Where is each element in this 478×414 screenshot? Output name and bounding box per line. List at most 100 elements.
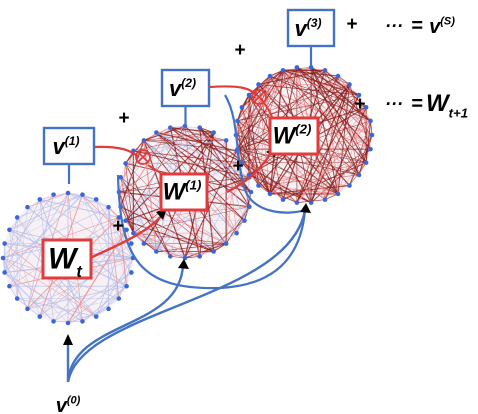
network-wt-edge <box>82 194 97 200</box>
network-w1-edge <box>156 132 237 152</box>
network-w2-edge <box>324 69 367 108</box>
network-w2-edge <box>310 94 360 203</box>
network-w1-edge <box>184 150 238 259</box>
network-w2-edge <box>282 70 367 108</box>
network-w1-node <box>247 204 252 209</box>
network-w1-node <box>141 241 147 246</box>
network-w1-edge <box>184 243 227 259</box>
network-w2-node <box>322 197 328 202</box>
network-w2-node <box>294 200 300 205</box>
network-w2-node <box>363 105 369 110</box>
w-box-2: W(2) <box>268 116 320 156</box>
network-wt-node <box>37 197 43 202</box>
network-w2-edge <box>236 75 271 150</box>
network-wt-edge <box>2 217 119 259</box>
network-wt-node <box>93 197 99 202</box>
network-w1-edge <box>213 243 227 252</box>
network-wt-edge <box>108 206 120 218</box>
network-w2-edge <box>337 75 371 122</box>
plus-sign-3: + <box>354 94 365 115</box>
network-w1-edge <box>143 140 237 152</box>
v-label-2: v(3) <box>294 16 321 41</box>
network-wt-edge <box>95 257 134 317</box>
network-wt-node <box>7 227 12 233</box>
network-w1-edge <box>170 177 250 257</box>
network-wt-edge <box>39 198 119 218</box>
network-wt-edge <box>9 199 97 231</box>
network-wt-edge <box>16 207 28 299</box>
network-w2-edge <box>237 75 339 150</box>
network-w2-edge <box>337 84 350 194</box>
multiply-icon-2 <box>251 89 267 105</box>
network-w1-node <box>234 230 239 236</box>
v-box-frame <box>160 68 211 108</box>
v2-connector <box>224 94 306 214</box>
network-w2-edge <box>310 67 360 96</box>
network-w2-edge <box>349 120 371 186</box>
network-wt-edge <box>27 192 69 208</box>
w-box-0: Wt <box>41 238 93 281</box>
network-wt-edge <box>17 194 83 218</box>
v-label-0: v(1) <box>52 134 79 159</box>
network-wt-node <box>124 227 129 233</box>
network-w2-edge <box>237 84 350 122</box>
network-w2-edge <box>296 107 367 203</box>
network-w2-edge <box>296 66 371 150</box>
network-w2-edge <box>310 67 339 194</box>
network-w1-edge <box>143 132 214 141</box>
network-wt-edge <box>95 199 134 259</box>
w-label-1-base: W <box>163 179 188 206</box>
network-w1-edge <box>170 127 214 134</box>
network-w1-node <box>123 161 128 166</box>
network-wt-node <box>80 192 85 197</box>
v-box-frame <box>286 8 336 48</box>
network-w1-edge <box>133 139 227 152</box>
network-wt-edge <box>82 298 119 322</box>
network-w1-edge <box>244 177 250 221</box>
network-wt-edge <box>27 194 54 309</box>
plus-sign-0: + <box>118 108 129 129</box>
network-wt-edge <box>96 199 109 208</box>
plus-sign-1: + <box>234 40 245 61</box>
network-wt-node <box>14 296 20 301</box>
network-wt-edge <box>9 285 18 299</box>
network-w2-edge <box>237 94 360 122</box>
network-wt-node <box>2 270 7 275</box>
network-w2-node <box>368 146 373 152</box>
network-w2-node <box>347 183 352 188</box>
network-w1-edge <box>184 255 200 259</box>
network-w1-edge <box>120 127 171 207</box>
network-w1-node <box>211 249 216 254</box>
network-wt-node <box>93 314 99 319</box>
network-w2-node <box>347 82 352 87</box>
v-label-1-base: v <box>169 76 183 101</box>
network-w2-edge <box>296 120 371 203</box>
network-wt-node <box>14 215 20 220</box>
network-w1-node <box>168 254 173 259</box>
network-w2-node <box>335 191 341 197</box>
network-w2-edge <box>324 193 339 201</box>
network-wt-edge <box>2 206 109 259</box>
w-label-0: Wt <box>48 243 83 281</box>
network-w1-node <box>123 218 128 223</box>
network-w2-edge <box>237 120 259 186</box>
network-w1-edge <box>156 243 227 252</box>
network-w2-edge <box>337 75 350 85</box>
network-wt-node <box>25 204 30 210</box>
ellipsis-top: ··· <box>385 16 403 36</box>
network-w2-edge <box>241 70 326 163</box>
result-matrix-label-sub: t+1 <box>449 106 468 121</box>
network-wt-edge <box>67 272 132 324</box>
result-vector-label-sup: (S) <box>440 16 455 28</box>
network-w1-node <box>154 249 159 254</box>
network-w2-node <box>246 92 252 98</box>
v-label-1: v(2) <box>169 76 196 101</box>
network-wt-node <box>80 319 85 324</box>
network-w1-node <box>131 230 136 236</box>
network-w1-edge <box>133 150 245 164</box>
network-w2-node <box>369 132 375 138</box>
v-label-2-sup: (3) <box>307 16 322 30</box>
v-label-1-sup: (2) <box>181 76 196 90</box>
network-w1-edge <box>133 150 250 178</box>
